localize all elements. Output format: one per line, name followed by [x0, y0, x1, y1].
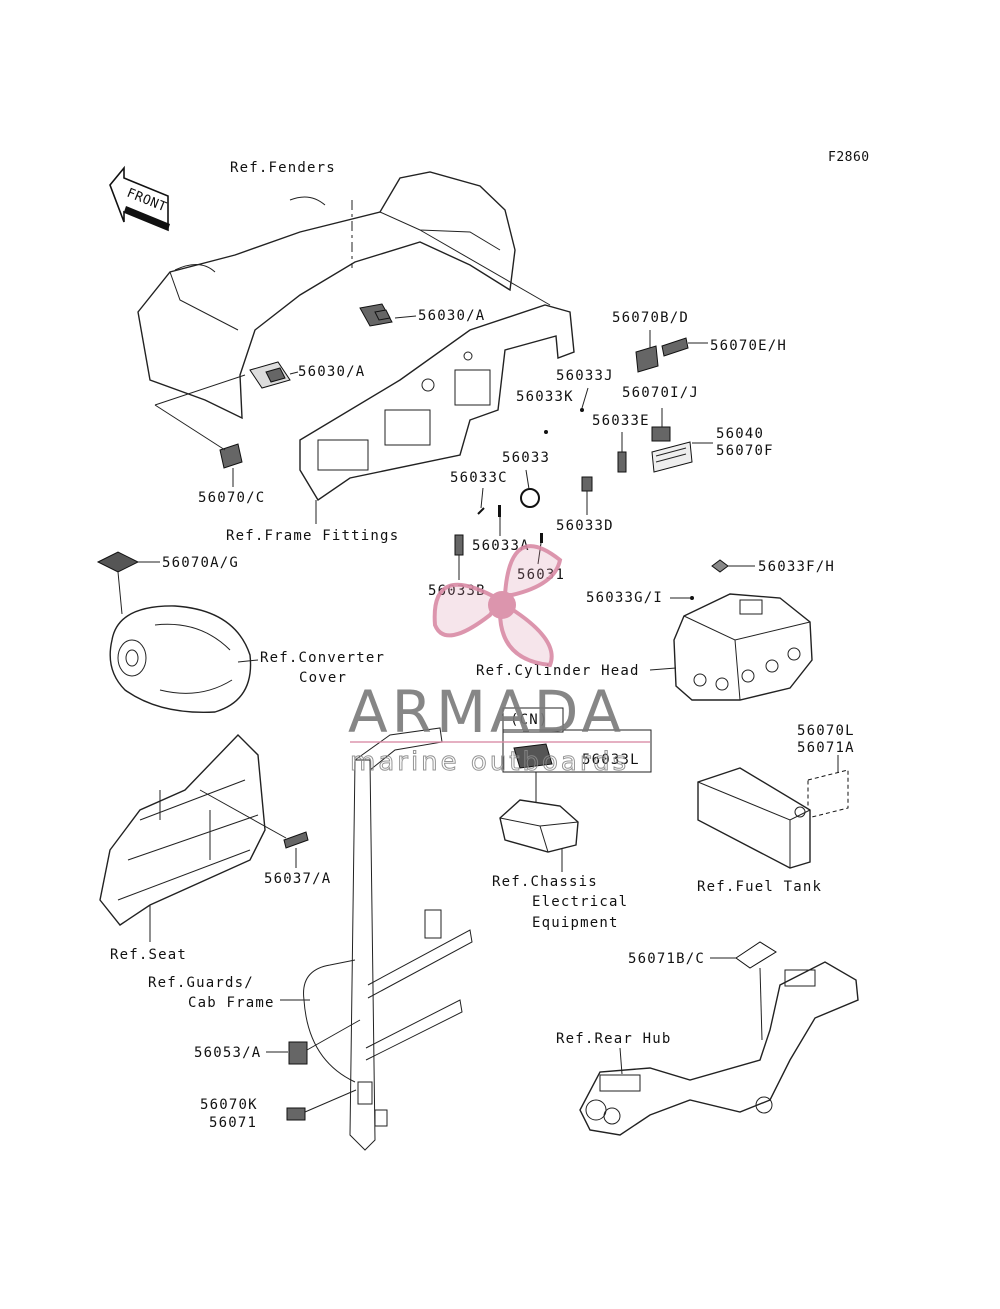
- label-ref-frame-fittings: Ref.Frame Fittings: [226, 528, 399, 544]
- label-ref-chassis-electrical: Electrical: [532, 894, 628, 910]
- decal-56033: [520, 488, 540, 508]
- label-56070ag: 56070A/G: [162, 555, 239, 571]
- frame-fittings-part: [299, 229, 575, 524]
- watermark-tagline: marine outboards: [350, 747, 629, 777]
- label-56037a: 56037/A: [264, 871, 331, 887]
- label-ref-rear-hub: Ref.Rear Hub: [556, 1031, 672, 1047]
- label-56033d: 56033D: [556, 518, 614, 534]
- decal-56030a-left: [249, 361, 291, 389]
- seat-part: [99, 734, 266, 926]
- label-56053a: 56053/A: [194, 1045, 261, 1061]
- fenders-part: [137, 171, 516, 420]
- decal-56040: [651, 441, 693, 473]
- label-56070bd: 56070B/D: [612, 310, 689, 326]
- cn-box: [502, 707, 564, 733]
- label-ref-converter-cover: Cover: [299, 670, 347, 686]
- decal-56037a: [283, 831, 309, 849]
- decal-56070ag: [96, 551, 140, 573]
- label-ref-chassis-equipment: Equipment: [532, 915, 619, 931]
- decal-56033fh: [711, 559, 729, 573]
- decal-56071bc: [735, 941, 777, 969]
- label-56033k: 56033K: [516, 389, 574, 405]
- label-56040: 56040: [716, 426, 764, 442]
- label-56030a-top: 56030/A: [418, 308, 485, 324]
- label-ref-converter: Ref.Converter: [260, 650, 385, 666]
- label-ref-guards: Ref.Guards/: [148, 975, 254, 991]
- watermark: ARMADA marine outboards: [348, 544, 650, 778]
- converter-cover-part: [109, 605, 259, 714]
- label-56030a-left: 56030/A: [298, 364, 365, 380]
- decal-56033b: [454, 534, 464, 556]
- label-56070k: 56070K: [200, 1097, 258, 1113]
- label-56070eh: 56070E/H: [710, 338, 787, 354]
- decal-56033c: [477, 507, 485, 515]
- label-56033c: 56033C: [450, 470, 508, 486]
- decal-56070ij: [651, 426, 671, 442]
- label-ref-cab-frame: Cab Frame: [188, 995, 275, 1011]
- decal-56033a: [498, 505, 501, 517]
- decal-56033e: [617, 451, 627, 473]
- label-ref-seat: Ref.Seat: [110, 947, 187, 963]
- decal-56070bd: [635, 345, 659, 373]
- decal-56033k: [544, 430, 548, 434]
- decal-56070l: [807, 769, 849, 819]
- decal-56031: [540, 533, 543, 543]
- label-56070ij: 56070I/J: [622, 385, 699, 401]
- label-56070f: 56070F: [716, 443, 774, 459]
- decal-56053a: [288, 1041, 308, 1065]
- label-56033: 56033: [502, 450, 550, 466]
- label-56071: 56071: [209, 1115, 257, 1131]
- label-ref-cylinder-head: Ref.Cylinder Head: [476, 663, 640, 679]
- 56033l-box: [502, 729, 652, 773]
- chassis-electrical-part: [499, 799, 579, 872]
- decal-56030a-top: [359, 303, 393, 327]
- label-cn: (CN): [510, 712, 549, 728]
- figure-code: F2860: [828, 150, 870, 165]
- label-56033a: 56033A: [472, 538, 530, 554]
- label-56070l: 56070L: [797, 723, 855, 739]
- rear-hub-part: [579, 961, 859, 1136]
- decal-56033l: [513, 743, 553, 769]
- decal-56033j: [580, 408, 584, 412]
- decal-56033gi: [690, 596, 694, 600]
- decal-56070eh: [661, 337, 689, 357]
- label-56031: 56031: [517, 567, 565, 583]
- label-56033fh: 56033F/H: [758, 559, 835, 575]
- label-ref-fuel-tank: Ref.Fuel Tank: [697, 879, 822, 895]
- label-56070c: 56070/C: [198, 490, 265, 506]
- decal-56033d: [581, 476, 593, 492]
- label-ref-chassis: Ref.Chassis: [492, 874, 598, 890]
- decal-56070k: [286, 1107, 306, 1121]
- label-56033j: 56033J: [556, 368, 614, 384]
- label-ref-fenders: Ref.Fenders: [230, 160, 336, 176]
- label-56033gi: 56033G/I: [586, 590, 663, 606]
- cylinder-head-part: [673, 593, 813, 701]
- propeller-icon: [432, 544, 563, 668]
- watermark-brand: ARMADA: [348, 678, 625, 746]
- label-56033l: 56033L: [582, 752, 640, 768]
- label-56071a: 56071A: [797, 740, 855, 756]
- front-arrow-icon: FRONT: [109, 165, 170, 232]
- decal-56070c: [219, 443, 243, 469]
- label-56033e: 56033E: [592, 413, 650, 429]
- cab-frame-part: [303, 727, 473, 1151]
- label-56071bc: 56071B/C: [628, 951, 705, 967]
- fuel-tank-part: [697, 767, 811, 869]
